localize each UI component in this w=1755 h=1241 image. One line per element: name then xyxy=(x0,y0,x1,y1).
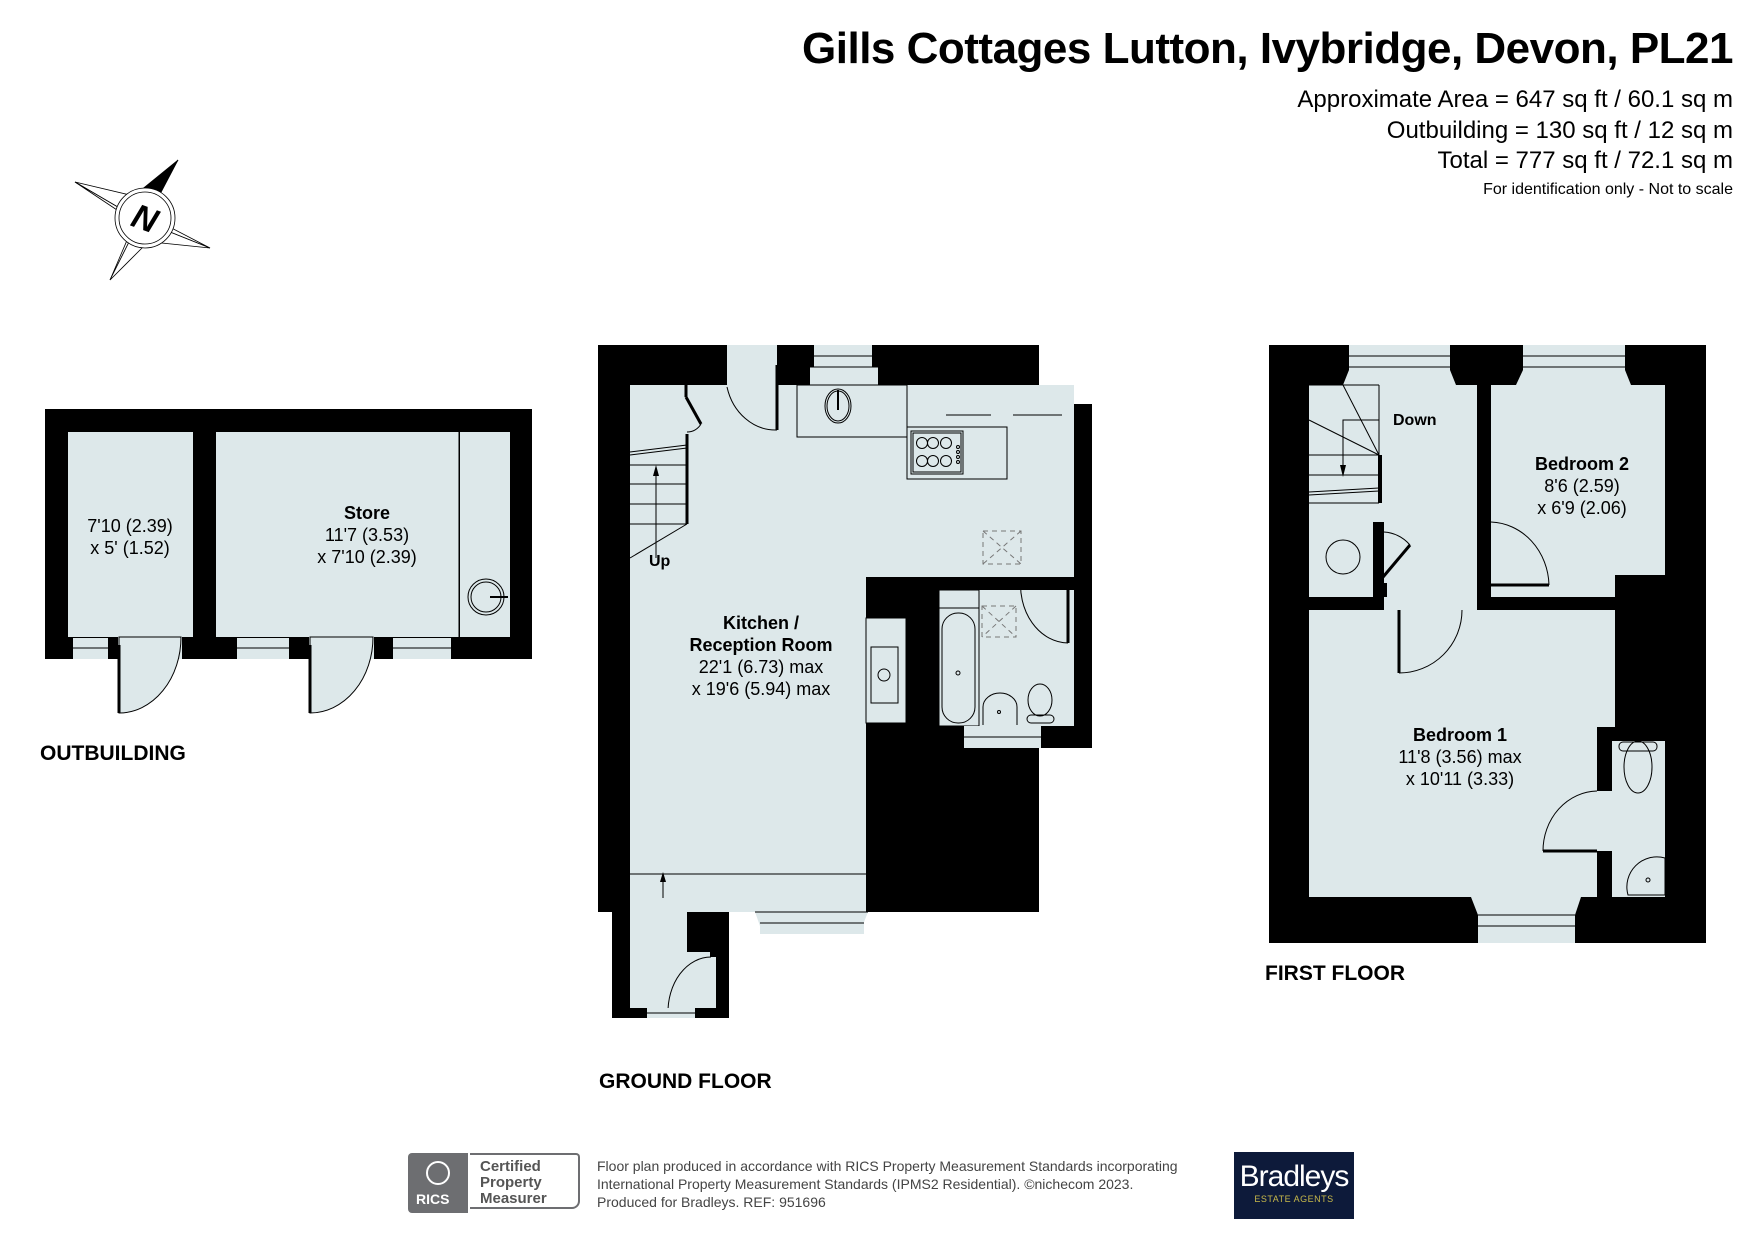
ground-floor-plan xyxy=(598,345,1092,1018)
room-dim-1: 22'1 (6.73) max xyxy=(698,657,824,677)
measurement-standards-notice: Floor plan produced in accordance with R… xyxy=(597,1158,1178,1210)
stairs-down-label: Down xyxy=(1393,412,1437,429)
property-title: Gills Cottages Lutton, Ivybridge, Devon,… xyxy=(802,24,1733,73)
first-floor-label: FIRST FLOOR xyxy=(1265,962,1405,985)
room-name: Bedroom 2 xyxy=(1534,454,1630,474)
outbuilding-plan xyxy=(45,409,532,714)
total-area: Total = 777 sq ft / 72.1 sq m xyxy=(1437,147,1734,174)
first-floor-plan xyxy=(1269,345,1706,943)
outbuilding-area: Outbuilding = 130 sq ft / 12 sq m xyxy=(1386,117,1733,144)
room-dim-1: 11'8 (3.56) max xyxy=(1398,747,1522,767)
room-name-line2: Reception Room xyxy=(689,635,833,655)
approximate-area: Approximate Area = 647 sq ft / 60.1 sq m xyxy=(1297,86,1733,113)
outbuilding-label: OUTBUILDING xyxy=(40,742,186,765)
room-dim-1: 8'6 (2.59) xyxy=(1544,476,1620,496)
room-dim-2: x 7'10 (2.39) xyxy=(317,547,417,567)
bradleys-logo: Bradleys ESTATE AGENTS xyxy=(1234,1152,1354,1219)
room-label-kitchen-reception: Kitchen / Reception Room 22'1 (6.73) max… xyxy=(689,612,832,700)
room-name: Bedroom 1 xyxy=(1412,725,1508,745)
scale-disclaimer: For identification only - Not to scale xyxy=(1483,181,1733,198)
room-dim-1: 7'10 (2.39) xyxy=(87,516,173,536)
room-dim-2: x 19'6 (5.94) max xyxy=(691,679,831,699)
room-dim-2: x 5' (1.52) xyxy=(90,538,170,558)
room-label-outbuilding-small: 7'10 (2.39) x 5' (1.52) xyxy=(87,515,173,559)
room-label-bedroom-2: Bedroom 2 8'6 (2.59) x 6'9 (2.06) xyxy=(1535,453,1629,519)
rics-logo: RICS xyxy=(408,1153,468,1213)
room-label-bedroom-1: Bedroom 1 11'8 (3.56) max x 10'11 (3.33) xyxy=(1398,724,1521,790)
north-compass-icon: N xyxy=(74,159,211,281)
room-label-store: Store 11'7 (3.53) x 7'10 (2.39) xyxy=(317,502,417,568)
rics-certified-badge: RICS Certified Property Measurer xyxy=(408,1153,584,1213)
rics-lion-icon xyxy=(426,1161,450,1185)
room-dim-2: x 6'9 (2.06) xyxy=(1537,498,1627,518)
ground-floor-label: GROUND FLOOR xyxy=(599,1070,772,1093)
room-name: Kitchen / xyxy=(722,613,800,633)
certified-property-measurer: Certified Property Measurer xyxy=(470,1153,580,1209)
room-name: Store xyxy=(343,503,390,523)
room-dim-2: x 10'11 (3.33) xyxy=(1405,769,1515,789)
stairs-up-label: Up xyxy=(649,553,671,570)
room-dim-1: 11'7 (3.53) xyxy=(324,525,410,545)
